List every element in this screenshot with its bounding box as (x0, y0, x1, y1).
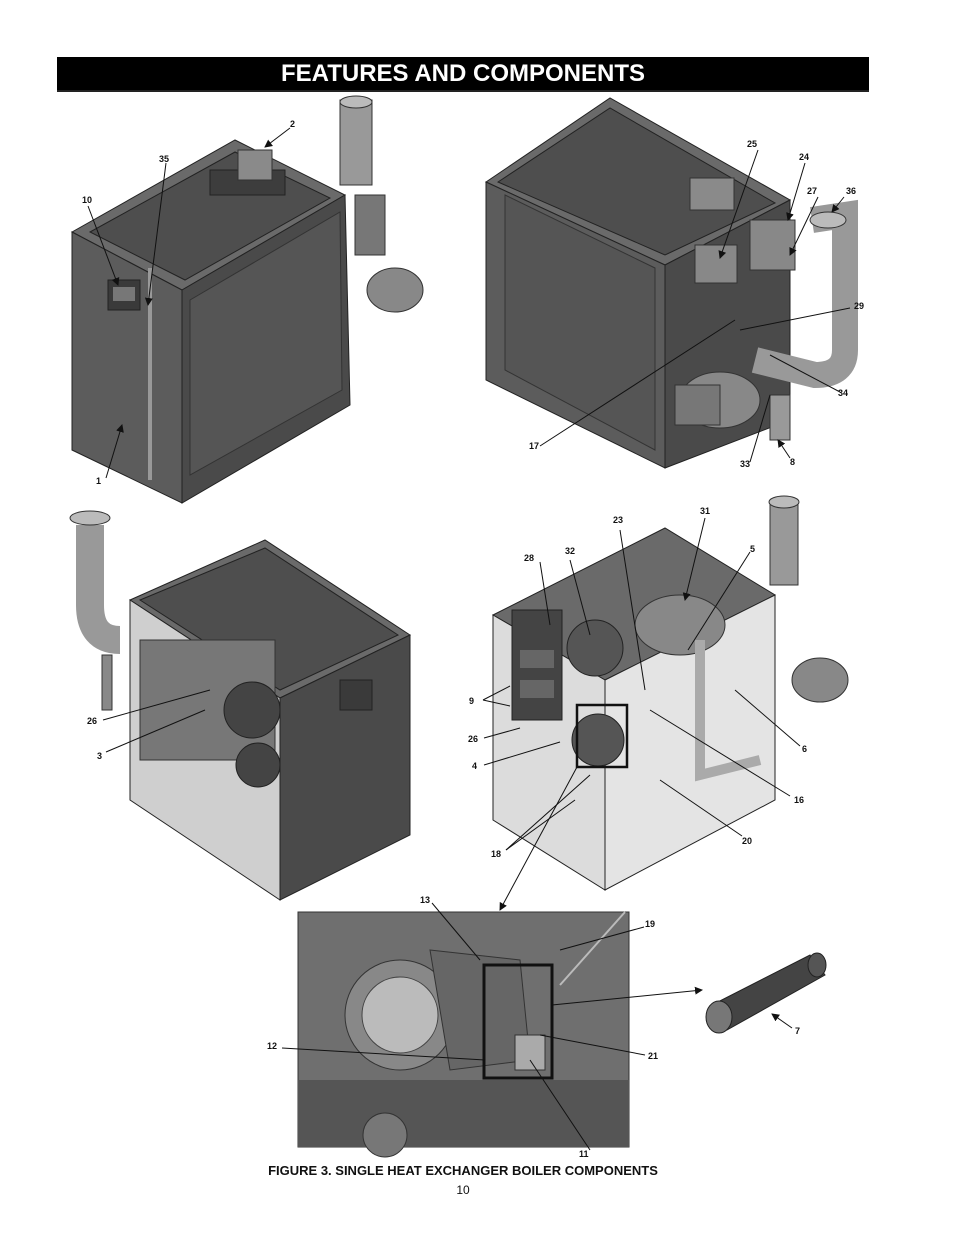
detail-inset (297, 911, 630, 1158)
callout-6: 6 (802, 744, 807, 754)
callout-8: 8 (790, 457, 795, 467)
callout-labels: 1 2 10 35 25 24 27 36 29 34 17 33 8 26 3… (82, 119, 864, 1159)
callout-4: 4 (472, 761, 477, 771)
mesh-tube-part (705, 952, 827, 1034)
callout-18: 18 (491, 849, 501, 859)
figure-caption: FIGURE 3. SINGLE HEAT EXCHANGER BOILER C… (268, 1163, 658, 1178)
boiler-view-open-right (491, 495, 849, 891)
callout-7: 7 (795, 1026, 800, 1036)
callout-13: 13 (420, 895, 430, 905)
callout-32: 32 (565, 546, 575, 556)
callout-9: 9 (469, 696, 474, 706)
boiler-view-front (70, 95, 424, 504)
callout-23: 23 (613, 515, 623, 525)
callout-33: 33 (740, 459, 750, 469)
callout-26-right: 26 (468, 734, 478, 744)
boiler-view-open-left (69, 510, 412, 901)
page-title: FEATURES AND COMPONENTS (280, 60, 645, 87)
title-rule (57, 90, 869, 92)
callout-36: 36 (846, 186, 856, 196)
callout-27: 27 (807, 186, 817, 196)
page-number: 10 (456, 1183, 470, 1197)
callout-16: 16 (794, 795, 804, 805)
callout-leaders (87, 127, 851, 1151)
callout-12: 12 (267, 1041, 277, 1051)
callout-28: 28 (524, 553, 534, 563)
callout-1: 1 (96, 476, 101, 486)
callout-35: 35 (159, 154, 169, 164)
callout-21: 21 (648, 1051, 658, 1061)
callout-11: 11 (579, 1149, 589, 1159)
callout-26-left: 26 (87, 716, 97, 726)
callout-29: 29 (854, 301, 864, 311)
title-bar: FEATURES AND COMPONENTS (57, 57, 869, 91)
callout-10: 10 (82, 195, 92, 205)
callout-20: 20 (742, 836, 752, 846)
callout-2: 2 (290, 119, 295, 129)
callout-17: 17 (529, 441, 539, 451)
callout-34: 34 (838, 388, 848, 398)
callout-25: 25 (747, 139, 757, 149)
callout-3: 3 (97, 751, 102, 761)
callout-19: 19 (645, 919, 655, 929)
callout-5: 5 (750, 544, 755, 554)
callout-31: 31 (700, 506, 710, 516)
boiler-view-rear (484, 97, 858, 469)
callout-24: 24 (799, 152, 809, 162)
